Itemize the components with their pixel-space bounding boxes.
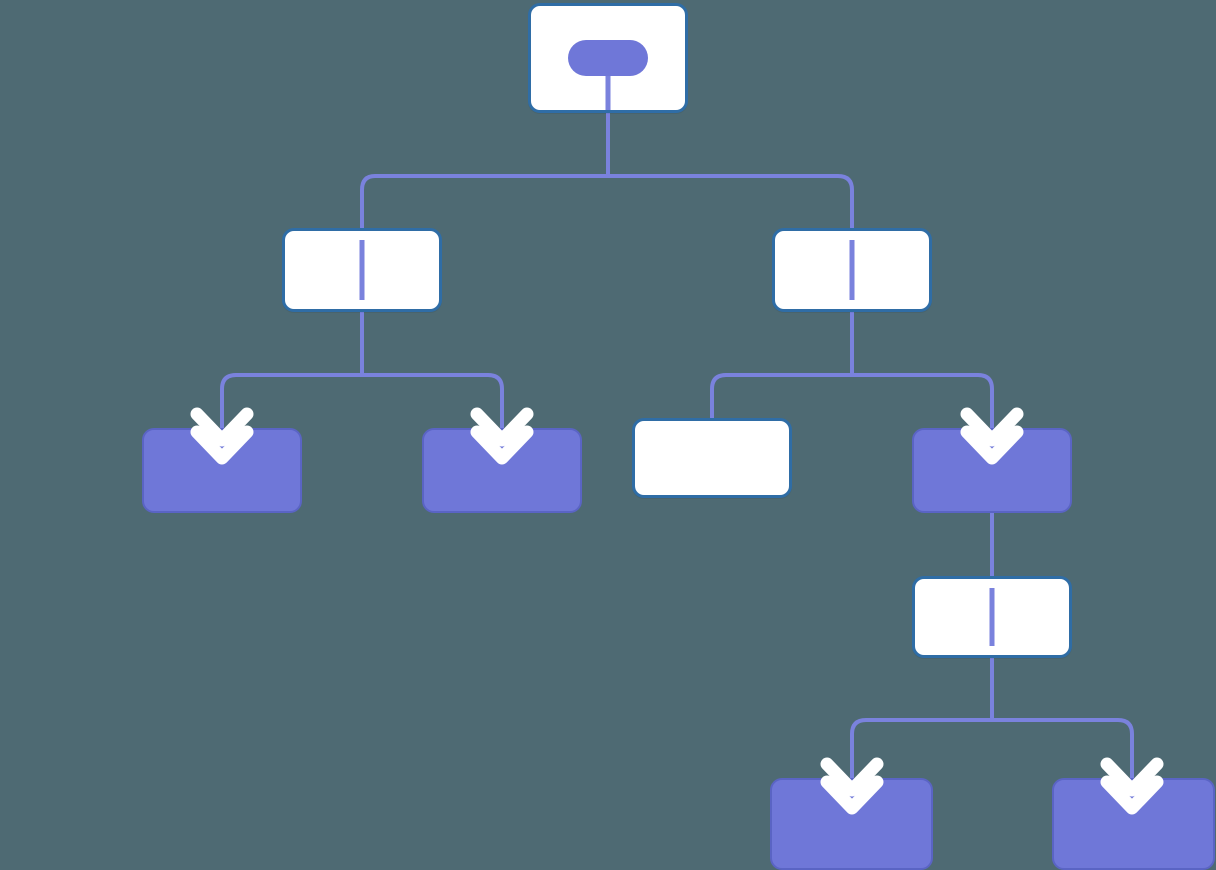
tree-node-level3-a[interactable] — [912, 576, 1072, 658]
edge-l1b-to-l2d — [852, 373, 994, 430]
tree-node-level4-b[interactable] — [1052, 778, 1215, 870]
root-node-badge — [568, 40, 648, 76]
tree-node-level2-b[interactable] — [422, 428, 582, 513]
tree-node-level1-left[interactable] — [282, 228, 442, 312]
edge-l1b-to-l2c — [710, 312, 854, 418]
edge-l3a-to-l4a — [850, 658, 994, 780]
edge-root-to-l1b — [608, 174, 854, 228]
edge-l1a-to-l2b — [362, 373, 504, 430]
tree-node-level2-d[interactable] — [912, 428, 1072, 513]
tree-node-level2-a[interactable] — [142, 428, 302, 513]
tree-node-level2-c[interactable] — [632, 418, 792, 498]
tree-node-level4-a[interactable] — [770, 778, 933, 870]
edge-l1a-to-l2a — [220, 312, 364, 430]
edge-l3a-to-l4b — [992, 718, 1134, 780]
tree-node-level1-right[interactable] — [772, 228, 932, 312]
